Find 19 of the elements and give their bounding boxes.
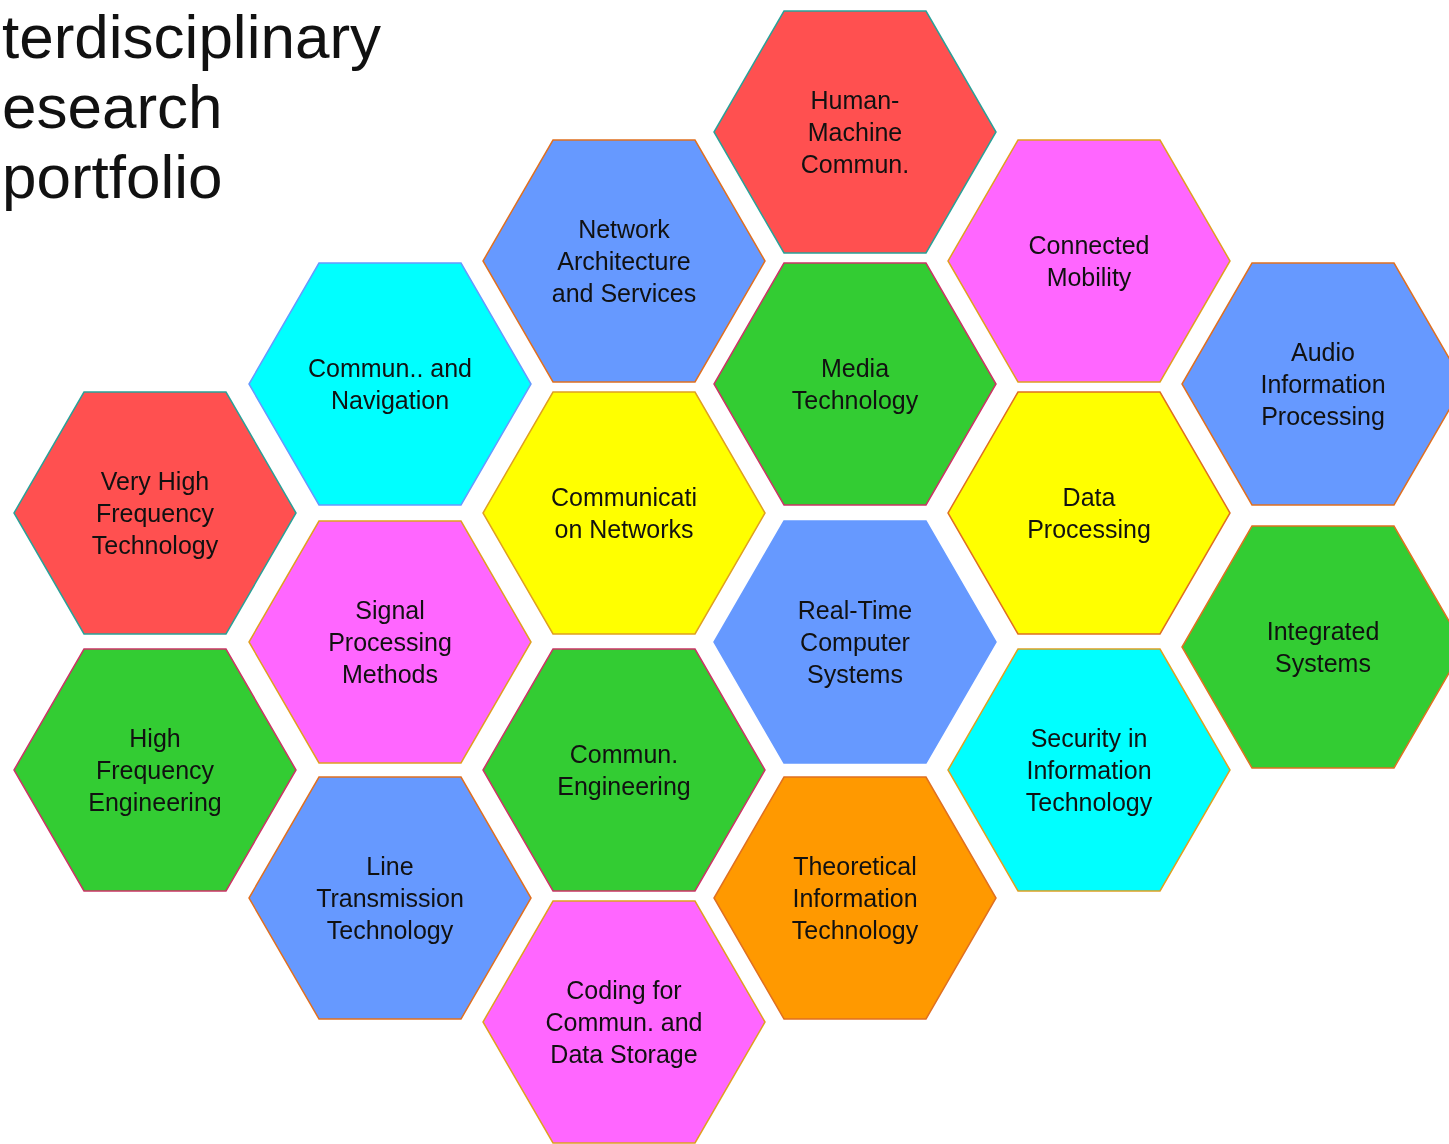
topic-label: Audio Information Processing	[1259, 337, 1387, 432]
topic-label: Human- Machine Commun.	[799, 85, 911, 180]
topic-label: Connected Mobility	[1027, 230, 1151, 293]
topic-label: Media Technology	[790, 353, 920, 416]
topic-label: Integrated Systems	[1265, 616, 1381, 679]
topic-label: Network Architecture and Services	[550, 214, 698, 309]
topic-label: Communicati on Networks	[550, 482, 698, 545]
topic-label: Commun. Engineering	[556, 739, 692, 802]
topic-label: Signal Processing Methods	[327, 595, 453, 690]
topic-label: High Frequency Engineering	[87, 723, 223, 818]
topic-label: Commun.. and Navigation	[307, 353, 473, 416]
topic-label: Real-Time Computer Systems	[796, 595, 914, 690]
topic-label: Theoretical Information Technology	[790, 851, 920, 946]
topic-label: Line Transmission Technology	[315, 851, 465, 946]
page-title: terdisciplinary esearch portfolio	[2, 2, 383, 212]
topic-label: Very High Frequency Technology	[90, 466, 220, 561]
topic-label: Coding for Commun. and Data Storage	[544, 975, 704, 1070]
topic-label: Data Processing	[1026, 482, 1152, 545]
topic-label: Security in Information Technology	[1024, 723, 1154, 818]
